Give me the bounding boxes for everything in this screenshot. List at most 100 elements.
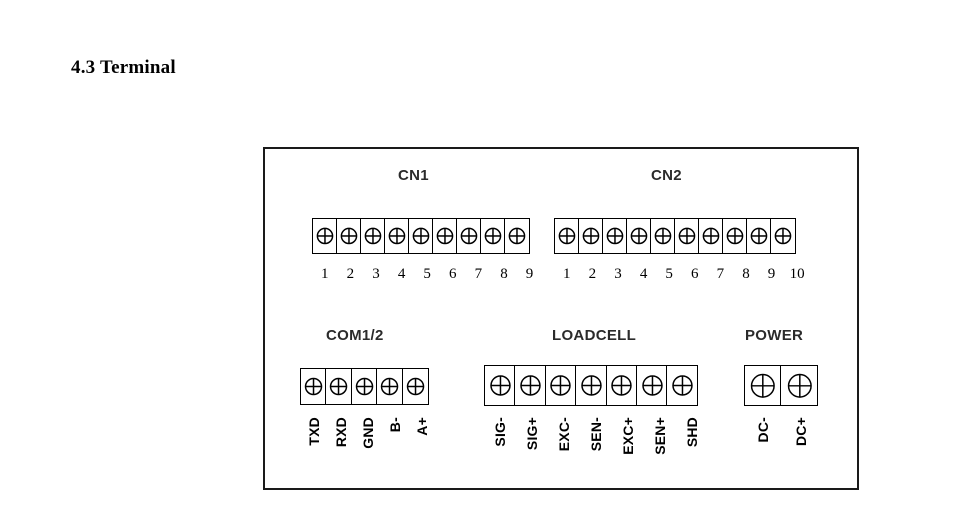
- signal-label: TXD: [305, 417, 322, 446]
- screw-terminal-icon: [412, 227, 430, 245]
- screw-terminal-icon: [388, 227, 406, 245]
- signal-label-slot: RXD: [327, 417, 354, 475]
- screw-terminal-icon: [654, 227, 672, 245]
- screw-terminal-icon: [582, 227, 600, 245]
- pin-number: 6: [691, 266, 699, 282]
- signal-label: B-: [386, 417, 403, 433]
- group-title-loadcell: LOADCELL: [552, 327, 637, 344]
- signal-label-slot: B-: [381, 417, 408, 475]
- signal-label-slot: SHD: [676, 417, 708, 475]
- terminal-cell: [456, 218, 482, 254]
- terminal-cell: [575, 365, 608, 406]
- terminal-cell: [780, 365, 819, 406]
- terminal-cell: [722, 218, 748, 254]
- group-title-cn1: CN1: [398, 167, 429, 184]
- terminal-strip-loadcell: [484, 365, 699, 406]
- terminal-cell: [698, 218, 724, 254]
- terminal-cell: [408, 218, 434, 254]
- terminal-cell: [666, 365, 699, 406]
- pin-number: 10: [789, 266, 805, 282]
- terminal-cell: [744, 365, 782, 406]
- pin-number: 4: [639, 266, 648, 282]
- screw-terminal-icon: [380, 377, 399, 396]
- group-title-cn2: CN2: [651, 167, 682, 184]
- signal-label-row-power: DC- DC+: [744, 417, 820, 475]
- signal-label-slot: SIG-: [484, 417, 516, 475]
- screw-terminal-icon: [340, 227, 358, 245]
- signal-label-slot: DC-: [744, 417, 782, 475]
- terminal-cell: [480, 218, 506, 254]
- terminal-cell: [350, 368, 378, 405]
- pin-number: 5: [423, 266, 431, 282]
- screw-terminal-icon: [508, 227, 526, 245]
- signal-label-slot: SEN+: [644, 417, 676, 475]
- screw-terminal-icon: [580, 375, 602, 396]
- screw-terminal-icon: [436, 227, 454, 245]
- signal-label-slot: SIG+: [516, 417, 548, 475]
- terminal-cell: [674, 218, 700, 254]
- signal-label: GND: [359, 417, 376, 449]
- terminal-cell: [554, 218, 580, 254]
- screw-terminal-icon: [520, 375, 541, 396]
- terminal-cell: [746, 218, 772, 254]
- pin-number: 9: [525, 266, 534, 282]
- signal-label-slot: A+: [408, 417, 435, 475]
- screw-terminal-icon: [355, 377, 374, 396]
- screw-terminal-icon: [316, 227, 334, 245]
- terminal-strip-cn1: [312, 218, 530, 254]
- signal-label: SEN+: [652, 417, 668, 455]
- terminal-cell: [312, 218, 338, 254]
- screw-terminal-icon: [641, 375, 663, 396]
- screw-terminal-icon: [606, 227, 624, 245]
- terminal-cell: [504, 218, 530, 254]
- group-title-power: POWER: [745, 327, 804, 344]
- pin-number: 7: [716, 266, 725, 282]
- terminal-cell: [484, 365, 516, 406]
- signal-label-slot: EXC+: [612, 417, 644, 475]
- pin-number: 1: [563, 266, 571, 282]
- pin-number: 2: [346, 266, 355, 282]
- terminal-cell: [514, 365, 547, 406]
- page-heading: 4.3 Terminal: [71, 57, 176, 78]
- screw-terminal-icon: [558, 227, 576, 245]
- terminal-cell: [336, 218, 362, 254]
- signal-label: EXC-: [556, 417, 572, 452]
- screw-terminal-icon: [550, 375, 572, 396]
- signal-label: EXC+: [620, 417, 636, 455]
- terminal-cell: [432, 218, 458, 254]
- terminal-cell: [360, 218, 386, 254]
- screw-terminal-icon: [672, 375, 693, 396]
- terminal-strip-cn2: [554, 218, 796, 254]
- terminal-cell: [544, 365, 577, 406]
- signal-label: RXD: [332, 417, 349, 448]
- signal-label-slot: DC+: [782, 417, 820, 475]
- terminal-cell: [376, 368, 404, 405]
- signal-label: SHD: [684, 417, 700, 448]
- screw-terminal-icon: [750, 227, 768, 245]
- signal-label: DC+: [793, 417, 809, 446]
- terminal-cell: [300, 368, 327, 405]
- terminal-cell: [626, 218, 652, 254]
- pin-number: 4: [397, 266, 406, 282]
- signal-label-slot: EXC-: [548, 417, 580, 475]
- group-title-com12: COM1/2: [326, 327, 384, 344]
- terminal-strip-power: [744, 365, 819, 406]
- pin-number: 2: [588, 266, 597, 282]
- screw-terminal-icon: [460, 227, 478, 245]
- screw-terminal-icon: [678, 227, 696, 245]
- pin-number: 8: [742, 266, 750, 282]
- screw-terminal-icon: [330, 377, 348, 396]
- signal-label: SEN-: [588, 417, 604, 452]
- pin-number: 3: [372, 266, 380, 282]
- signal-label-row-com12: TXD RXD GND B- A+: [300, 417, 435, 475]
- screw-terminal-icon: [726, 227, 744, 245]
- screw-terminal-icon: [364, 227, 382, 245]
- signal-label: DC-: [755, 417, 771, 443]
- screw-terminal-icon: [406, 377, 424, 396]
- signal-label-slot: GND: [354, 417, 381, 475]
- terminal-cell: [401, 368, 429, 405]
- screw-terminal-icon: [484, 227, 502, 245]
- signal-label-row-loadcell: SIG-SIG+ EXC- SEN- EXC+ SEN+ SHD: [484, 417, 708, 475]
